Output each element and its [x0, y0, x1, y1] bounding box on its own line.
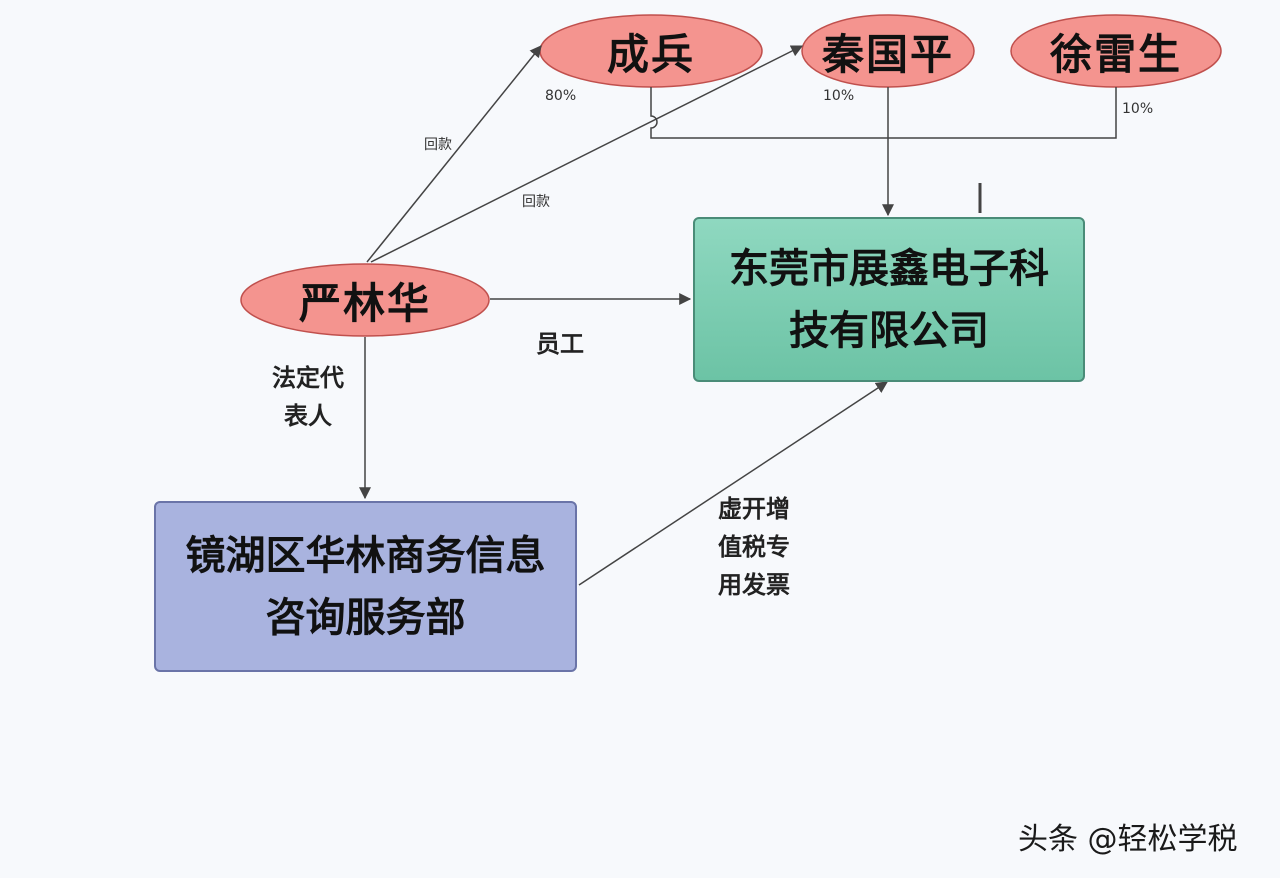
share-label-qinguoping: 10% [823, 88, 855, 104]
invoice-arrow [578, 381, 889, 586]
shareholding-connectors [650, 87, 1117, 217]
watermark-text: 头条 @轻松学税 [1018, 822, 1238, 857]
invoice-line3: 用发票 [718, 571, 790, 599]
edge-label-payback-2: 回款 [522, 194, 550, 210]
consult-name-line2: 咨询服务部 [265, 594, 466, 641]
xuleisheng-share-line [888, 87, 1117, 139]
invoice-line2: 值税专 [718, 533, 790, 561]
person-label-xuleisheng: 徐雷生 [1049, 29, 1182, 79]
legal-rep-line2: 表人 [284, 402, 332, 430]
edge-label-employee: 员工 [536, 330, 584, 358]
payback-arrows [366, 45, 804, 263]
share-label-chengbing: 80% [545, 88, 577, 104]
person-node-yanlinhua [240, 263, 490, 337]
payback-arrow-chengbing [366, 45, 542, 263]
company-node-dongguan-zhanxin: 东莞市展鑫电子科 技有限公司 [693, 217, 1085, 382]
company-name-line1: 东莞市展鑫电子科 [729, 245, 1049, 292]
person-label-qinguoping: 秦国平 [821, 29, 954, 79]
legal-rep-line1: 法定代 [272, 364, 344, 392]
invoice-line1: 虚开增 [718, 495, 790, 523]
chengbing-share-line [650, 87, 888, 139]
edge-label-invoice: 虚开增 值税专 用发票 [718, 490, 790, 604]
company-node-jinghu-hualin: 镜湖区华林商务信息 咨询服务部 [154, 501, 577, 672]
person-label-chengbing: 成兵 [606, 29, 695, 79]
consult-name-line1: 镜湖区华林商务信息 [185, 532, 546, 579]
person-label-yanlinhua: 严林华 [298, 278, 431, 328]
edge-label-legal-rep: 法定代 表人 [272, 359, 344, 435]
payback-arrow-qinguoping [370, 45, 804, 263]
company-name-line2: 技有限公司 [789, 307, 989, 354]
share-label-xuleisheng: 10% [1122, 101, 1154, 117]
edge-label-payback-1: 回款 [424, 137, 452, 153]
